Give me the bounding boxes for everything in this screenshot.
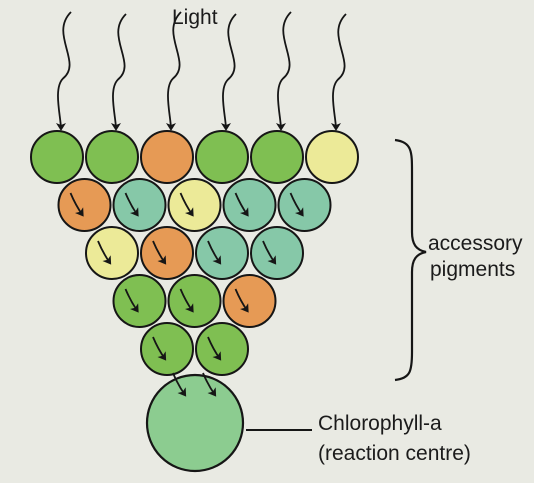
transfer-arrow [124, 288, 139, 313]
pigment-teal [195, 226, 249, 280]
energy-transfer-arrows [69, 192, 304, 397]
light-label: Light [172, 6, 218, 29]
transfer-arrow [234, 288, 249, 313]
pigment-green [112, 274, 167, 328]
transfer-arrow [234, 192, 249, 217]
transfer-arrow [289, 192, 304, 217]
transfer-arrow [152, 240, 167, 265]
pigment-green [140, 322, 194, 376]
light-rays [55, 11, 347, 131]
light-ray [55, 11, 72, 131]
light-ray [330, 13, 347, 131]
transfer-arrow [97, 240, 112, 265]
pigment-orange [222, 274, 277, 328]
accessory-brace [394, 138, 427, 382]
pigment-green [250, 130, 304, 184]
chlorophyll-a-reaction-centre [145, 373, 245, 473]
light-ray [220, 13, 237, 131]
transfer-arrow [69, 192, 84, 217]
transfer-arrow [179, 288, 194, 313]
transfer-arrow [179, 192, 194, 217]
chlorophyll-label-line2: (reaction centre) [318, 442, 471, 465]
transfer-arrow [202, 372, 217, 397]
transfer-arrow [172, 372, 187, 397]
pigment-teal [250, 226, 304, 280]
pigment-yellow [305, 130, 359, 184]
pigment-green [85, 130, 139, 184]
light-ray [110, 13, 127, 131]
pigment-orange [57, 178, 112, 232]
pigment-green [30, 130, 84, 184]
light-ray [165, 11, 182, 131]
accessory-label-line2: pigments [430, 258, 516, 281]
pigment-green [195, 322, 249, 376]
transfer-arrow [124, 192, 139, 217]
transfer-arrow [262, 240, 277, 265]
pigment-teal [277, 178, 332, 232]
pigment-orange [140, 130, 194, 184]
pigment-green [195, 130, 249, 184]
accessory-label-line1: accessory [428, 232, 523, 255]
chlorophyll-label-line1: Chlorophyll-a [318, 412, 442, 435]
transfer-arrow [152, 336, 167, 361]
pigment-molecules [30, 130, 359, 473]
pigment-orange [140, 226, 194, 280]
light-ray [275, 11, 292, 131]
pigment-teal [112, 178, 167, 232]
pigment-yellow [85, 226, 139, 280]
transfer-arrow [207, 240, 222, 265]
pigment-yellow [167, 178, 222, 232]
pigment-teal [222, 178, 277, 232]
pigment-green [167, 274, 222, 328]
transfer-arrow [207, 336, 222, 361]
